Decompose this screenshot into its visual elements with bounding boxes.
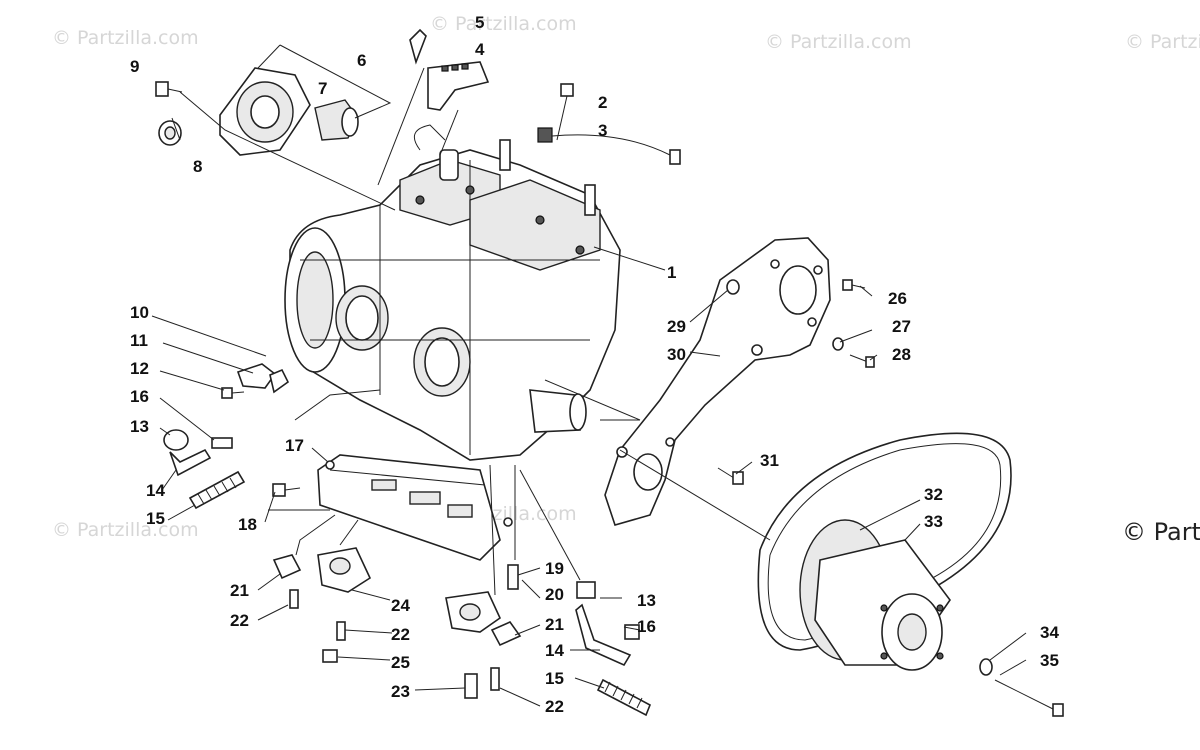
callout-14-left: 14 xyxy=(146,481,165,500)
watermark-right-large: © Partzilla.com xyxy=(1122,518,1200,546)
washer-27 xyxy=(832,337,844,351)
leader-lines xyxy=(151,44,1027,707)
watermark-bottom-left: © Partzilla.com xyxy=(52,519,199,541)
callout-33: 33 xyxy=(924,512,943,531)
callout-13-right: 13 xyxy=(637,591,656,610)
bolt-22-center xyxy=(336,621,346,641)
callout-19: 19 xyxy=(545,559,564,578)
callout-4: 4 xyxy=(475,40,485,59)
bolt-22-bottom xyxy=(490,667,500,691)
bolt-2 xyxy=(556,83,574,141)
engine-assembly xyxy=(284,124,621,461)
lift-handle xyxy=(409,28,490,111)
mount-plate xyxy=(604,237,831,526)
watermark-layer: © Partzilla.com © Partzilla.com © Partzi… xyxy=(52,13,1200,546)
callout-22-bottom: 22 xyxy=(545,697,564,716)
bolt-9 xyxy=(155,81,183,97)
mount-20 xyxy=(445,591,502,633)
callout-3: 3 xyxy=(598,121,607,140)
callout-29: 29 xyxy=(667,317,686,336)
sensor-3 xyxy=(537,127,681,165)
callout-11: 11 xyxy=(130,331,148,350)
spring-15-right xyxy=(596,678,652,717)
bolt-19 xyxy=(507,564,519,590)
callout-32: 32 xyxy=(924,485,943,504)
callout-22-center: 22 xyxy=(391,625,410,644)
clamp-21-center xyxy=(490,621,522,647)
callout-26: 26 xyxy=(888,289,907,308)
callout-1: 1 xyxy=(667,263,676,282)
callout-28: 28 xyxy=(892,345,911,364)
skid-bracket xyxy=(317,454,513,561)
watermark-top-edge: © Partzilla.com xyxy=(1125,31,1200,53)
callout-14-right: 14 xyxy=(545,641,564,660)
callout-8: 8 xyxy=(193,157,202,176)
callout-20: 20 xyxy=(545,585,564,604)
callout-30: 30 xyxy=(667,345,686,364)
callout-24: 24 xyxy=(391,596,410,615)
callout-34: 34 xyxy=(1040,623,1059,642)
bolt-18 xyxy=(272,483,301,497)
nut-25 xyxy=(322,649,338,663)
bolt-28 xyxy=(849,354,875,368)
bolt-23 xyxy=(464,673,478,699)
callout-22-left: 22 xyxy=(230,611,249,630)
callout-35: 35 xyxy=(1040,651,1059,670)
callout-6: 6 xyxy=(357,51,366,70)
callout-21-center: 21 xyxy=(545,615,564,634)
callout-9: 9 xyxy=(130,57,139,76)
watermark-top-center: © Partzilla.com xyxy=(430,13,577,35)
callout-27: 27 xyxy=(892,317,911,336)
washer-34 xyxy=(979,658,993,676)
callout-15-right: 15 xyxy=(545,669,564,688)
callout-2: 2 xyxy=(598,93,607,112)
bolt-12 xyxy=(221,387,245,399)
bolt-31 xyxy=(717,467,744,485)
hose-assembly-right xyxy=(575,581,640,667)
callout-labels: 5 4 6 9 7 2 3 8 1 26 10 29 27 11 30 28 1… xyxy=(130,13,1059,716)
callout-17: 17 xyxy=(285,436,304,455)
callout-25: 25 xyxy=(391,653,410,672)
callout-10: 10 xyxy=(130,303,149,322)
washer-29 xyxy=(726,279,740,295)
callout-16-left: 16 xyxy=(130,387,149,406)
hose-assembly-left xyxy=(163,429,233,477)
callout-31: 31 xyxy=(760,451,779,470)
callout-7: 7 xyxy=(318,79,327,98)
watermark-top-left: © Partzilla.com xyxy=(52,27,199,49)
bolt-22-left xyxy=(289,589,299,609)
clamp-21-left xyxy=(272,554,302,580)
callout-18: 18 xyxy=(238,515,257,534)
clamp-10-11 xyxy=(236,363,290,394)
callout-13-left: 13 xyxy=(130,417,149,436)
bolt-35 xyxy=(994,679,1064,717)
callout-12: 12 xyxy=(130,359,149,378)
pump-housing xyxy=(219,67,359,156)
mount-24 xyxy=(317,547,372,593)
callout-21-left: 21 xyxy=(230,581,249,600)
bolt-26 xyxy=(842,279,866,291)
callout-5: 5 xyxy=(475,13,484,32)
callout-23: 23 xyxy=(391,682,410,701)
callout-16-right: 16 xyxy=(637,617,656,636)
watermark-top-right: © Partzilla.com xyxy=(765,31,912,53)
spring-15-left xyxy=(188,470,246,510)
callout-15-left: 15 xyxy=(146,509,165,528)
